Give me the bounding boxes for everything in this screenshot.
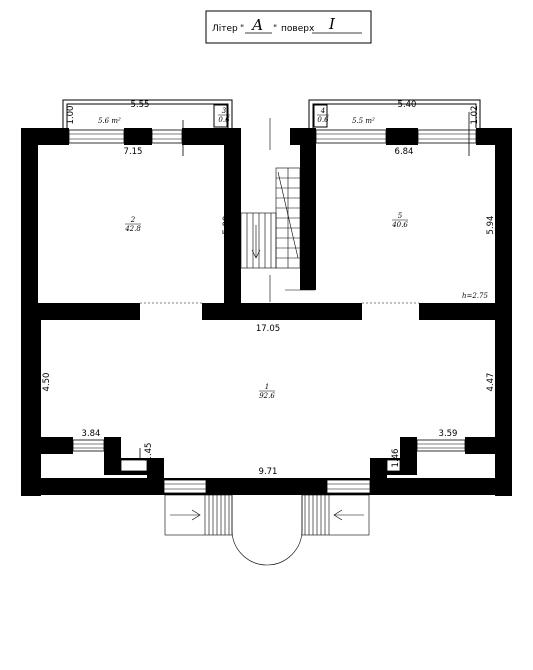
dim-room2-width: 7.15 bbox=[124, 147, 143, 157]
room-2-area: 42.8 bbox=[124, 225, 141, 233]
dim-entrance: 9.71 bbox=[259, 467, 278, 477]
dim-right-step: 1.46 bbox=[391, 449, 401, 468]
room-3-area: 0.6 bbox=[218, 116, 230, 124]
entrance-porch bbox=[164, 494, 370, 566]
dim-room5-depth: 5.94 bbox=[486, 216, 496, 235]
room-5-number: 5 bbox=[398, 212, 403, 220]
room-2-number: 2 bbox=[130, 216, 136, 224]
dim-top-right: 5.40 bbox=[398, 100, 417, 110]
room-1-number: 1 bbox=[265, 383, 269, 391]
dimension-labels: 5.55 5.40 7.15 6.84 17.05 3.84 3.59 9.71… bbox=[42, 100, 496, 477]
room-4-number: 4 bbox=[320, 107, 325, 115]
room-1-area: 92.6 bbox=[259, 392, 275, 400]
title-floor-word: поверх bbox=[281, 24, 315, 34]
svg-text:": " bbox=[240, 24, 244, 34]
svg-text:": " bbox=[273, 24, 277, 34]
title-block: Літер " А " поверх I bbox=[205, 10, 372, 44]
room-interiors bbox=[38, 145, 495, 478]
title-floor-number: I bbox=[328, 15, 336, 33]
dim-right-bay: 3.59 bbox=[439, 429, 458, 439]
balcony-right-area: 5.5 m² bbox=[352, 117, 375, 125]
dim-top-left: 5.55 bbox=[131, 100, 150, 110]
dim-left-step: 1.45 bbox=[144, 443, 154, 462]
dim-room5-width: 6.84 bbox=[395, 147, 414, 157]
dim-right-balcony-depth: 1.02 bbox=[470, 106, 480, 125]
title-letter: А bbox=[251, 16, 263, 34]
stair bbox=[240, 118, 315, 302]
ceiling-height: h=2.75 bbox=[462, 292, 489, 300]
balcony-left-area: 5.6 m² bbox=[98, 117, 121, 125]
dim-hall-right: 4.47 bbox=[486, 373, 496, 392]
room-3-number: 3 bbox=[222, 107, 227, 115]
room-4-area: 0.6 bbox=[317, 116, 329, 124]
dim-room2-depth: 5.99 bbox=[222, 216, 232, 235]
dim-left-bay: 3.84 bbox=[82, 429, 101, 439]
dim-left-balcony-depth: 1.00 bbox=[66, 106, 76, 125]
title-prefix: Літер bbox=[212, 24, 238, 34]
balconies bbox=[62, 99, 481, 128]
room-labels: 2 42.8 5 40.6 1 92.6 3 0.6 4 0.6 5.6 m² … bbox=[98, 107, 489, 400]
room-5-area: 40.6 bbox=[391, 221, 408, 229]
dim-hall-width: 17.05 bbox=[256, 324, 280, 334]
dim-hall-left: 4.50 bbox=[42, 373, 52, 392]
